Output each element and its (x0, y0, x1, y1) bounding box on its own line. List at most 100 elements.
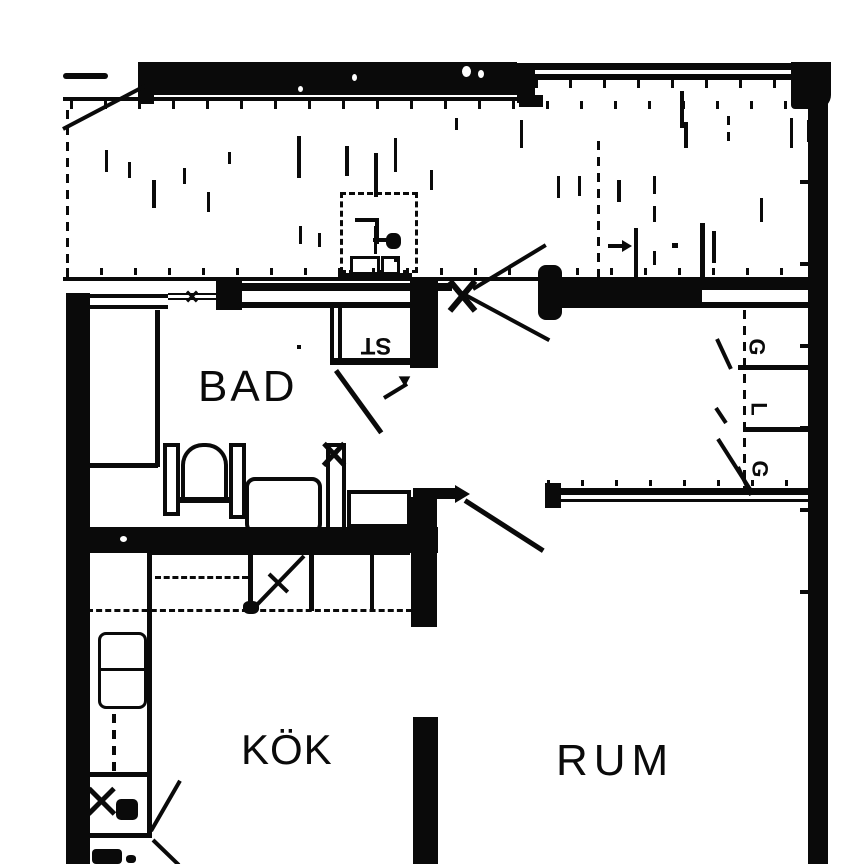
noise-dash (672, 243, 678, 248)
bath-door-leaf (333, 369, 384, 435)
closet-label-l: L (746, 402, 772, 416)
st-closet-bottom-wall (330, 358, 435, 365)
room-label-bathroom: BAD (198, 362, 298, 411)
closet-label-st: ST (360, 332, 392, 359)
noise-dash (394, 258, 398, 262)
noise-dash (617, 180, 621, 202)
cabinet-divider-a (66, 772, 152, 777)
wardrobe-door-mark-1 (715, 338, 733, 370)
closet-top-line (700, 302, 808, 308)
paper-speck (298, 86, 303, 92)
front-wall-top-face (242, 283, 452, 291)
noise-dash (597, 141, 600, 281)
top-wall-thick (150, 62, 517, 95)
hall-room-wall (547, 488, 808, 495)
noise-dash (700, 223, 705, 277)
room-label-main: RUM (556, 736, 675, 785)
room-label-kitchen: KÖK (241, 726, 333, 773)
wall-speck (120, 536, 127, 542)
kitchen-room-divider-upper (411, 497, 437, 627)
noise-dash (807, 120, 811, 142)
paper-speck (352, 74, 357, 81)
washbasin-icon (245, 477, 322, 534)
stairwell-inner-line (63, 97, 528, 101)
noise-dash (684, 122, 688, 148)
noise-dash (152, 180, 156, 208)
counter-divider-1 (248, 553, 253, 611)
toilet-icon (181, 443, 228, 500)
noise-dash (374, 226, 377, 254)
doorway-wall-stub (413, 488, 457, 499)
bath-right-wall-upper-a (330, 306, 334, 362)
stair-arrow-shaft (608, 244, 624, 248)
bath-top-wall-outer (90, 294, 168, 298)
cabinet-column-edge (147, 553, 152, 838)
top-wall-tick-hatch (535, 80, 800, 88)
paper-speck (478, 70, 484, 78)
noise-dash (800, 344, 808, 348)
noise-dash (680, 91, 684, 128)
noise-dash (105, 150, 108, 172)
top-left-stub-line (63, 73, 108, 79)
counter-dashed-front (155, 576, 248, 580)
shower-divider-horizontal (88, 463, 158, 468)
noise-dash (228, 152, 231, 164)
shaft-blob (386, 233, 401, 249)
paper-speck (462, 66, 471, 77)
noise-dash (653, 176, 656, 194)
noise-dash (520, 120, 523, 148)
noise-dash (800, 180, 808, 184)
noise-dash (712, 231, 716, 263)
bath-right-wall-upper-b (338, 306, 342, 362)
closet-label-g-top: G (743, 337, 771, 357)
shaft-step-line-b (375, 218, 379, 244)
appliance-block (116, 799, 138, 820)
noise-dash (66, 110, 69, 278)
top-wall-inner-line (530, 74, 802, 80)
kitchen-door-mark-a (149, 779, 182, 832)
noise-dash (297, 136, 301, 178)
noise-dash (299, 226, 302, 244)
right-outer-wall (808, 64, 828, 864)
fixture-post-left (163, 443, 180, 516)
noise-dash (430, 170, 433, 190)
shaft-step-line-a (355, 218, 379, 222)
bottom-cabinet-mark (92, 849, 122, 864)
hall-top-wall-outer (700, 278, 808, 290)
noise-dash (374, 153, 378, 197)
front-wall-face-line (63, 277, 810, 281)
noise-dash (455, 118, 458, 130)
wardrobe-door-mark-2 (714, 406, 728, 425)
front-wall-post (216, 280, 242, 310)
counter-top-edge (152, 551, 410, 555)
cabinet-divider-b (66, 833, 152, 838)
noise-dash (578, 176, 581, 196)
noise-dash (297, 345, 301, 349)
counter-divider-3 (370, 553, 374, 611)
noise-dash (557, 176, 560, 198)
bottom-cabinet-mark-small (126, 855, 136, 863)
kitchen-room-divider-lower (413, 717, 438, 864)
counter-divider-2 (309, 553, 314, 611)
hall-room-wall-inner (547, 499, 808, 502)
front-wall-bottom-face (242, 302, 433, 308)
noise-dash (128, 162, 131, 178)
noise-dash (800, 426, 808, 430)
stove-mark-blob (243, 601, 259, 614)
entry-door-swing-in (455, 288, 551, 343)
noise-dash (760, 198, 763, 222)
room-wall-end-block (545, 483, 561, 508)
hall-room-wall-ticks (547, 480, 805, 486)
noise-dash (318, 233, 321, 247)
top-wall-joint (517, 63, 535, 103)
noise-dash (183, 168, 186, 184)
shaft-base-line (338, 273, 412, 277)
noise-dash (800, 508, 808, 512)
noise-dash (790, 118, 793, 148)
stairwell-line-ticks (70, 101, 800, 109)
st-closet-right-block (410, 281, 438, 368)
noise-dash (207, 192, 210, 212)
front-wall-ticks (66, 268, 806, 275)
shower-divider-vertical (155, 310, 160, 467)
